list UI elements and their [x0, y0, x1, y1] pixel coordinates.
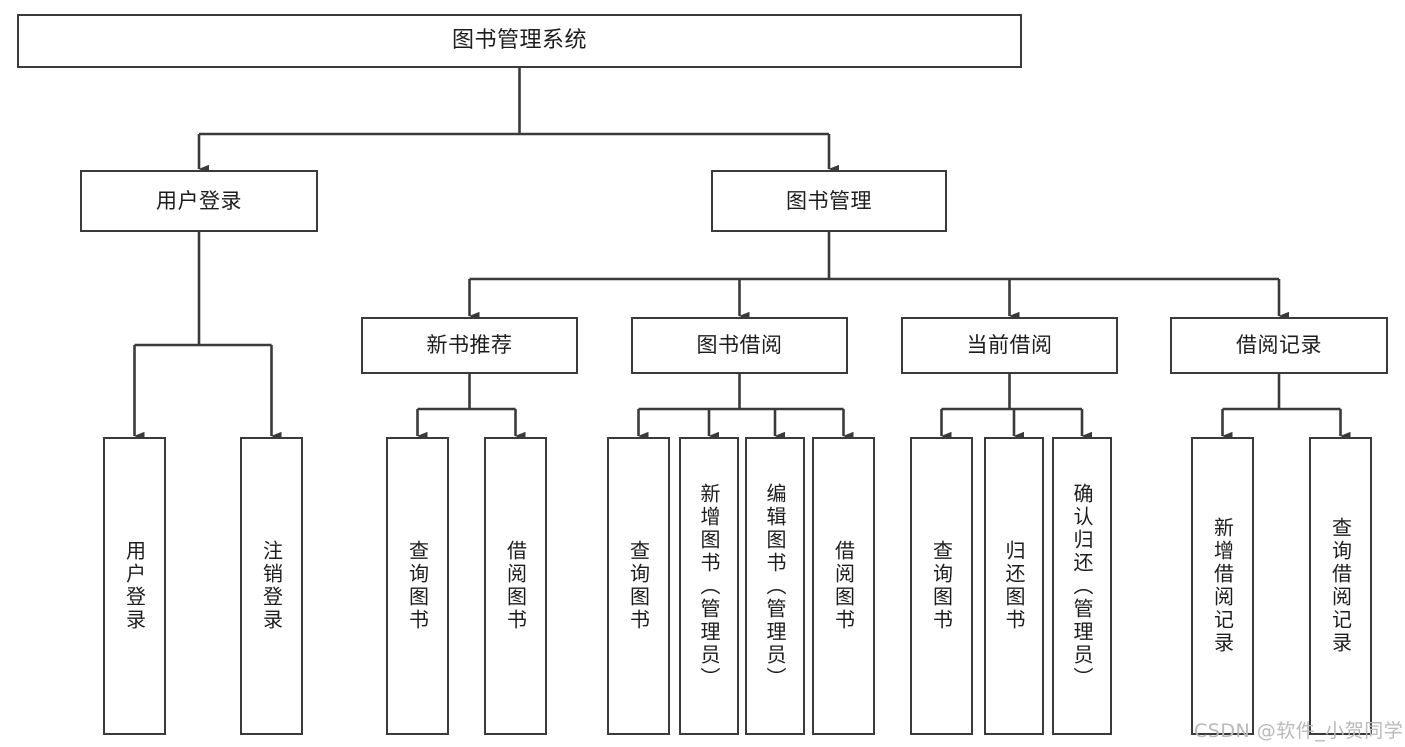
node-label: 注销登录	[259, 540, 284, 632]
node-label: 归还图书	[1002, 540, 1026, 632]
node-label: 查询图书	[626, 540, 651, 632]
node-label: 新书推荐	[426, 333, 513, 358]
node-user-login[interactable]: 用户登录	[80, 170, 318, 232]
node-label: 用户登录	[156, 188, 242, 213]
node-label: 查询图书	[405, 540, 430, 632]
node-label: 查询借阅记录	[1328, 517, 1353, 655]
node-leaf-query-book-borrow[interactable]: 查询图书	[607, 437, 670, 735]
node-label: 借阅图书	[503, 540, 528, 632]
node-book-management[interactable]: 图书管理	[711, 170, 947, 232]
node-label: 图书管理系统	[451, 28, 587, 54]
node-leaf-confirm-return-admin[interactable]: 确认归还（管理员）	[1052, 437, 1112, 735]
node-leaf-query-book-current[interactable]: 查询图书	[910, 437, 973, 735]
node-label: 当前借阅	[966, 333, 1053, 358]
node-leaf-add-borrow-record[interactable]: 新增借阅记录	[1191, 437, 1254, 735]
node-label: 新增图书（管理员）	[697, 482, 721, 690]
node-leaf-return-book[interactable]: 归还图书	[984, 437, 1044, 735]
node-new-book-recommend[interactable]: 新书推荐	[361, 317, 578, 374]
node-leaf-borrow-book[interactable]: 借阅图书	[812, 437, 875, 735]
node-label: 编辑图书（管理员）	[763, 482, 787, 690]
node-label: 用户登录	[122, 540, 147, 632]
node-label: 图书借阅	[696, 333, 783, 358]
node-leaf-query-book-new[interactable]: 查询图书	[386, 437, 449, 735]
node-leaf-add-book-admin[interactable]: 新增图书（管理员）	[679, 437, 739, 735]
node-label: 借阅图书	[831, 540, 856, 632]
node-borrow-records[interactable]: 借阅记录	[1170, 317, 1388, 374]
node-leaf-query-borrow-record[interactable]: 查询借阅记录	[1309, 437, 1372, 735]
node-root[interactable]: 图书管理系统	[17, 14, 1022, 68]
edge-paths	[133, 68, 1351, 441]
node-leaf-edit-book-admin[interactable]: 编辑图书（管理员）	[745, 437, 805, 735]
node-label: 查询图书	[929, 540, 954, 632]
node-leaf-user-login[interactable]: 用户登录	[103, 437, 166, 735]
node-label: 新增借阅记录	[1210, 517, 1235, 655]
node-current-borrow[interactable]: 当前借阅	[901, 317, 1118, 374]
node-label: 确认归还（管理员）	[1070, 482, 1094, 690]
node-leaf-user-logout[interactable]: 注销登录	[240, 437, 303, 735]
node-book-borrow[interactable]: 图书借阅	[631, 317, 848, 374]
csdn-watermark: CSDN @软件_小贺同学	[1194, 720, 1404, 742]
node-leaf-borrow-book-new[interactable]: 借阅图书	[484, 437, 547, 735]
node-label: 借阅记录	[1236, 333, 1322, 358]
node-label: 图书管理	[786, 188, 872, 213]
